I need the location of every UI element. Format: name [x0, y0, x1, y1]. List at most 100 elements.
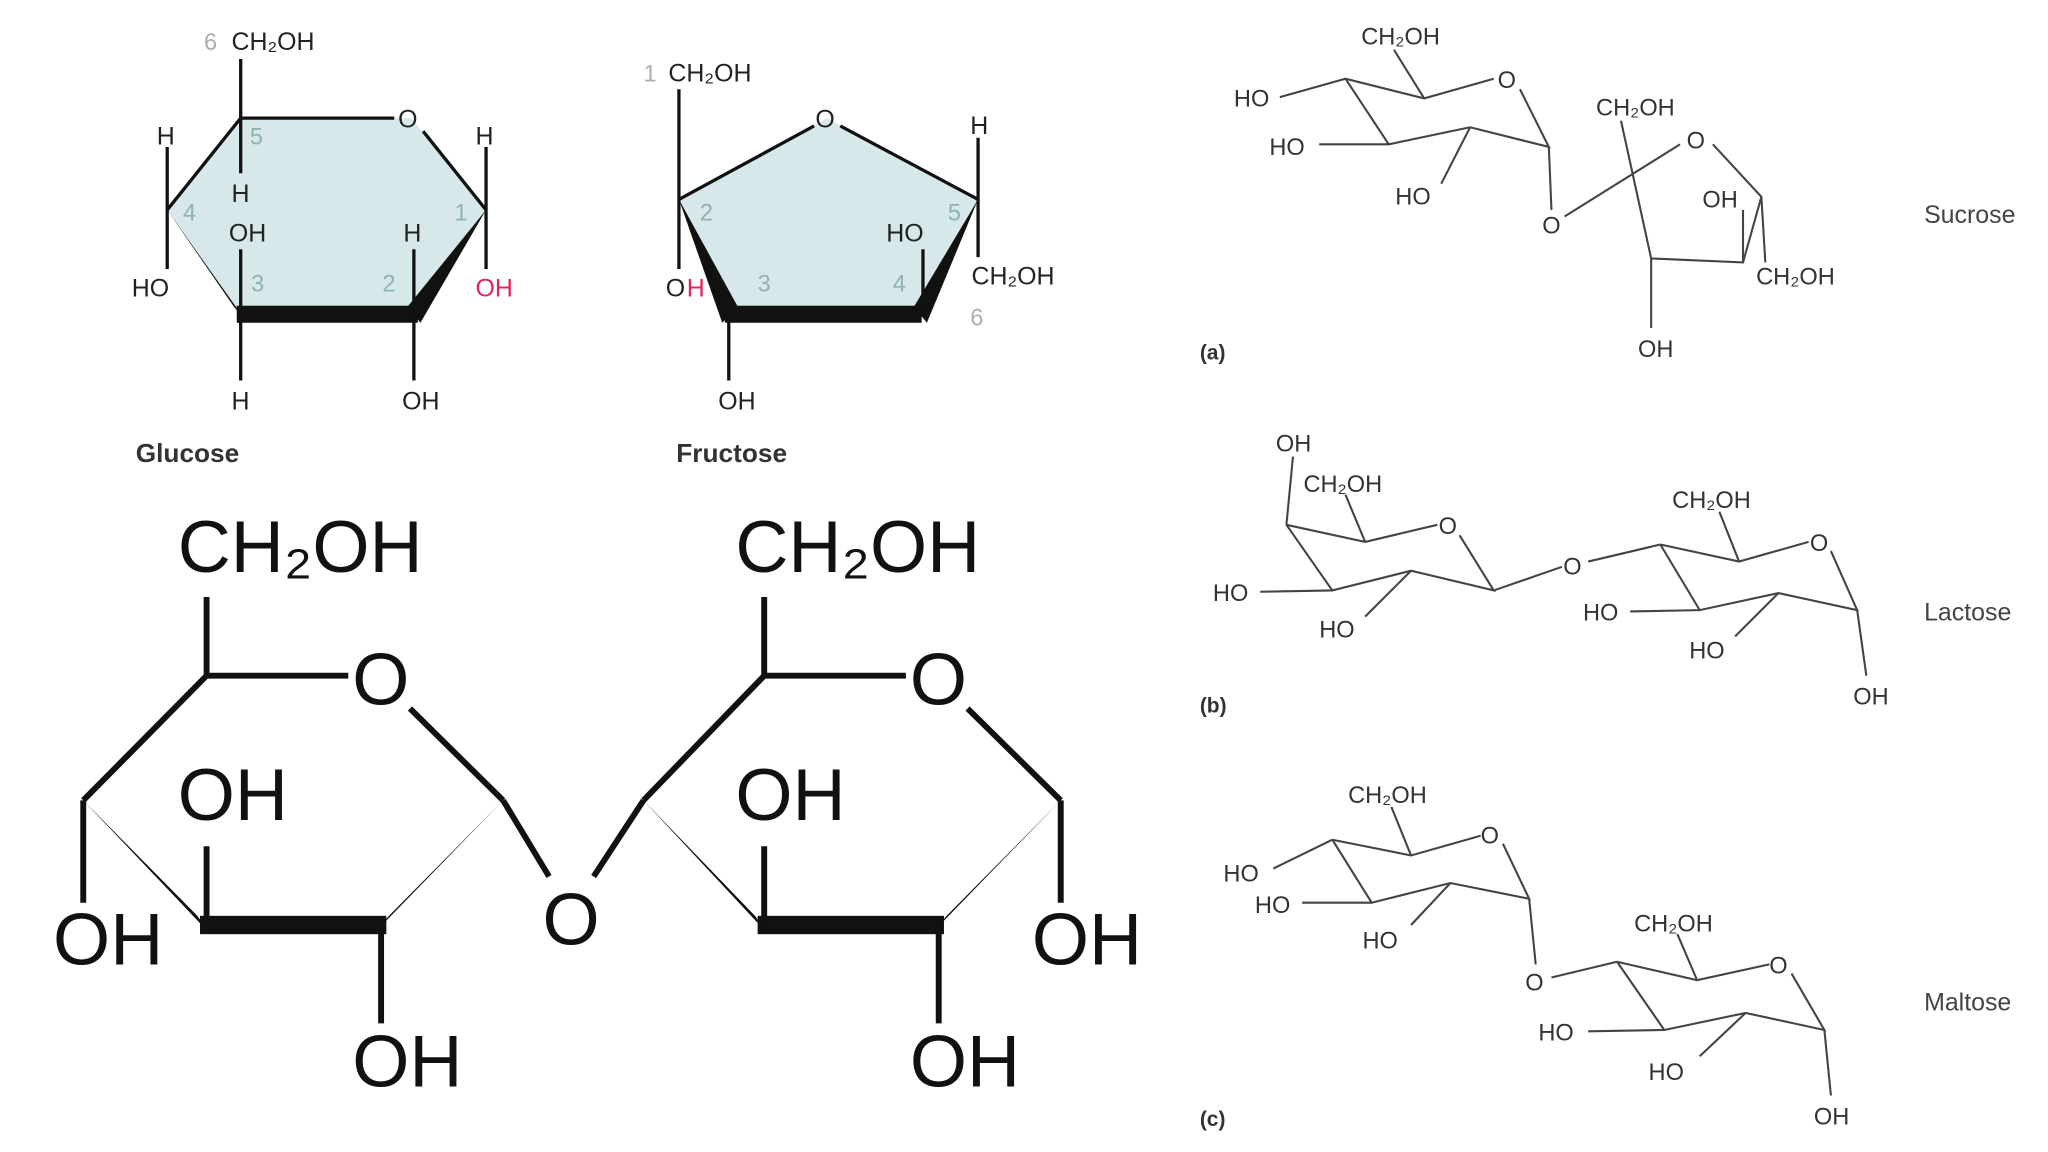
sucrose-label: OH [1638, 337, 1673, 363]
sucrose-glycosidic-oxygen: O [1542, 214, 1560, 240]
glucose-label: OH [402, 387, 439, 415]
lactose-bond [1493, 565, 1563, 592]
disaccharide-bold-bond [200, 915, 387, 935]
glucose-wedge-bond [167, 209, 248, 323]
panel-tag-b: (b) [1200, 694, 1227, 717]
sucrose-label: HO [1234, 86, 1269, 112]
maltose-ring-oxygen: O [1481, 824, 1499, 850]
glucose-label: H [232, 387, 250, 415]
sucrose-label: CH₂OH [1361, 25, 1440, 51]
disaccharide-bold-bond [757, 915, 944, 935]
maltose-label: HO [1649, 1060, 1684, 1086]
glucose-ring-oxygen: O [398, 105, 417, 133]
sucrose-label: HO [1395, 185, 1430, 211]
glucose-carbon-number: 4 [183, 200, 196, 226]
glycosidic-bond [500, 798, 552, 878]
glucose-carbon-number: 3 [251, 271, 264, 297]
sucrose-label: OH [1702, 187, 1737, 213]
maltose-bond [1410, 882, 1452, 926]
lactose-bond [1630, 609, 1700, 613]
lactose-bond [1734, 592, 1780, 638]
disaccharide-ring-oxygen: O [910, 638, 967, 721]
disaccharide-label: CH₂OH [178, 505, 423, 588]
fructose-carbon-number: 1 [643, 61, 656, 87]
sucrose-bond [1760, 196, 1767, 263]
lactose-caption: Lactose [1924, 599, 2011, 627]
glucose-label: HO [132, 275, 169, 303]
sucrose-bond [1279, 77, 1495, 100]
glucose-structure: CH₂OH O H H H OH H H HO OH OH 6 5 4 1 3 … [132, 28, 513, 468]
fructose-wedge-bond [913, 199, 979, 323]
maltose-bond [1823, 1029, 1832, 1096]
lactose-bond [1285, 456, 1295, 525]
disaccharide-wedge-bond [643, 800, 769, 935]
maltose-label: OH [1814, 1104, 1849, 1130]
sucrose-caption: Sucrose [1924, 201, 2015, 229]
fructose-caption: Fructose [676, 438, 787, 468]
fructose-ring-bond [678, 124, 815, 201]
lactose-label: HO [1689, 639, 1724, 665]
fructose-carbon-number: 5 [948, 200, 961, 226]
maltose-label: HO [1223, 862, 1258, 888]
glycosidic-bond [591, 798, 646, 879]
disaccharide-label: OH [178, 753, 288, 836]
lactose-glycosidic-oxygen: O [1563, 555, 1581, 581]
fructose-ring-fill [678, 118, 979, 315]
glucose-c6-label: CH₂OH [232, 28, 315, 56]
sucrose-bond [1344, 78, 1551, 149]
fructose-c1-label: CH₂OH [668, 59, 751, 87]
glucose-label: H [403, 219, 421, 247]
glucose-anomeric-oh: OH [476, 275, 513, 303]
lactose-bond [1344, 494, 1367, 543]
lactose-bond [1587, 543, 1661, 563]
sucrose-bond [1393, 49, 1426, 99]
sucrose-bond [1547, 146, 1553, 210]
maltose-caption: Maltose [1924, 988, 2011, 1016]
maltose-bond [1698, 1012, 1747, 1057]
glucose-wedge-bond [407, 209, 487, 323]
disaccharide-structure: CH₂OH CH₂OH O O OH OH OH OH O OH OH [53, 505, 1142, 1102]
maltose-glycosidic-oxygen: O [1525, 971, 1543, 997]
lactose-ring-oxygen: O [1810, 531, 1828, 557]
maltose-ring-oxygen: O [1769, 954, 1787, 980]
maltose-bond [1390, 806, 1413, 856]
fructose-label: H [970, 112, 988, 140]
disaccharide-ring-bond [965, 706, 1063, 803]
maltose-label: CH₂OH [1634, 912, 1713, 938]
glycosidic-oxygen: O [542, 878, 599, 961]
lactose-label: HO [1319, 618, 1354, 644]
sucrose-bond [1564, 143, 1681, 218]
sucrose-bond [1440, 126, 1472, 185]
maltose-bond [1272, 838, 1333, 870]
disaccharide-label: CH₂OH [735, 505, 980, 588]
lactose-label: CH₂OH [1672, 488, 1751, 514]
disaccharide-label: OH [53, 897, 163, 980]
maltose-label: HO [1538, 1020, 1573, 1046]
disaccharide-label: OH [352, 1019, 462, 1102]
fructose-label: OH [718, 387, 755, 415]
maltose-bond [1676, 933, 1699, 981]
lactose-label: HO [1213, 581, 1248, 607]
sucrose-label: CH₂OH [1756, 265, 1835, 291]
disaccharide-ring-bond [641, 672, 906, 803]
lactose-bond [1260, 589, 1333, 593]
glucose-bold-bond [236, 305, 418, 323]
fructose-structure: CH₂OH O H HO CH₂OH O H OH 1 2 5 3 4 6 Fr… [643, 59, 1054, 468]
sucrose-label: HO [1269, 135, 1304, 161]
maltose-label: HO [1255, 893, 1290, 919]
fructose-carbon-number: 6 [970, 305, 983, 331]
lactose-label: CH₂OH [1303, 472, 1382, 498]
glucose-caption: Glucose [136, 438, 240, 468]
glucose-ring-fill [167, 118, 487, 315]
lactose-label: HO [1583, 601, 1618, 627]
lactose-label: OH [1276, 431, 1311, 457]
lactose-label: OH [1853, 685, 1888, 711]
fructose-carbon-number: 3 [758, 271, 771, 297]
disaccharide-wedge-bond [373, 800, 504, 935]
disaccharide-label: OH [1032, 897, 1142, 980]
lactose-ring-oxygen: O [1439, 514, 1457, 540]
sucrose-label: CH₂OH [1596, 95, 1675, 121]
panel-tag-c: (c) [1200, 1108, 1226, 1131]
disaccharide-ring-oxygen: O [352, 638, 409, 721]
sucrose-ring-oxygen: O [1687, 128, 1705, 154]
